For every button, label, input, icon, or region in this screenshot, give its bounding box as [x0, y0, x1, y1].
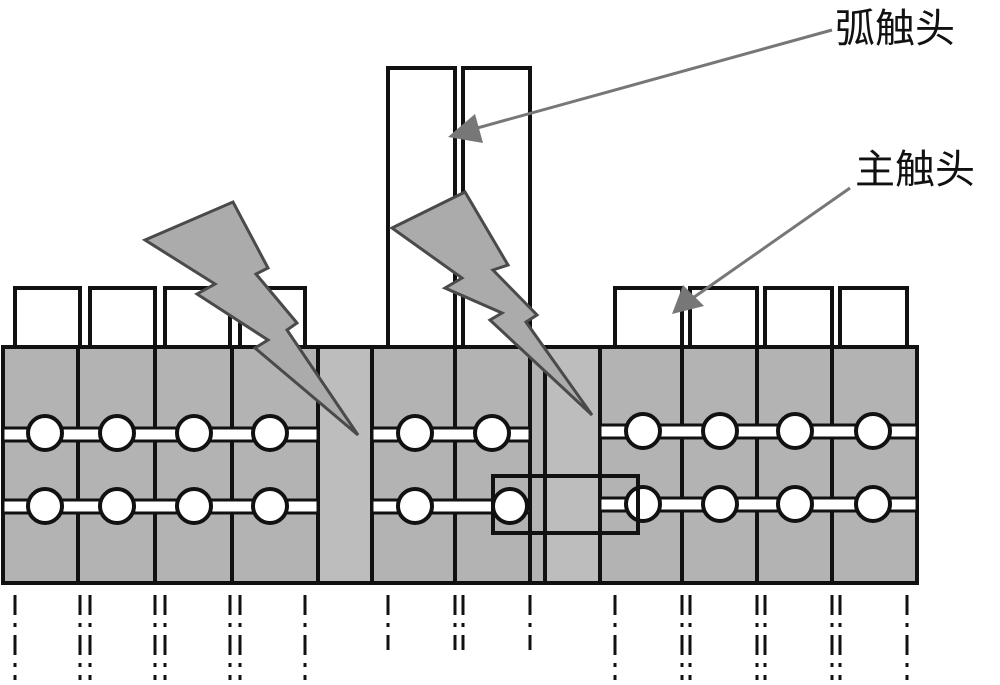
arc-contact-leader: [448, 28, 833, 143]
contact-holes: [26, 412, 892, 525]
center-lines: [13, 595, 909, 680]
main-contact-fingers-right: [613, 286, 909, 345]
arrow-head-icon: [448, 114, 483, 143]
arrow-head-icon: [672, 285, 704, 314]
arc-contact-label: 弧触头: [835, 6, 955, 52]
contact-block: [1, 345, 919, 585]
lightning-icon: [141, 200, 360, 437]
lightning-icon: [389, 190, 594, 417]
highlight-box: [491, 474, 640, 535]
main-contact-leader: [672, 186, 851, 314]
main-contact-label: 主触头: [855, 147, 975, 193]
